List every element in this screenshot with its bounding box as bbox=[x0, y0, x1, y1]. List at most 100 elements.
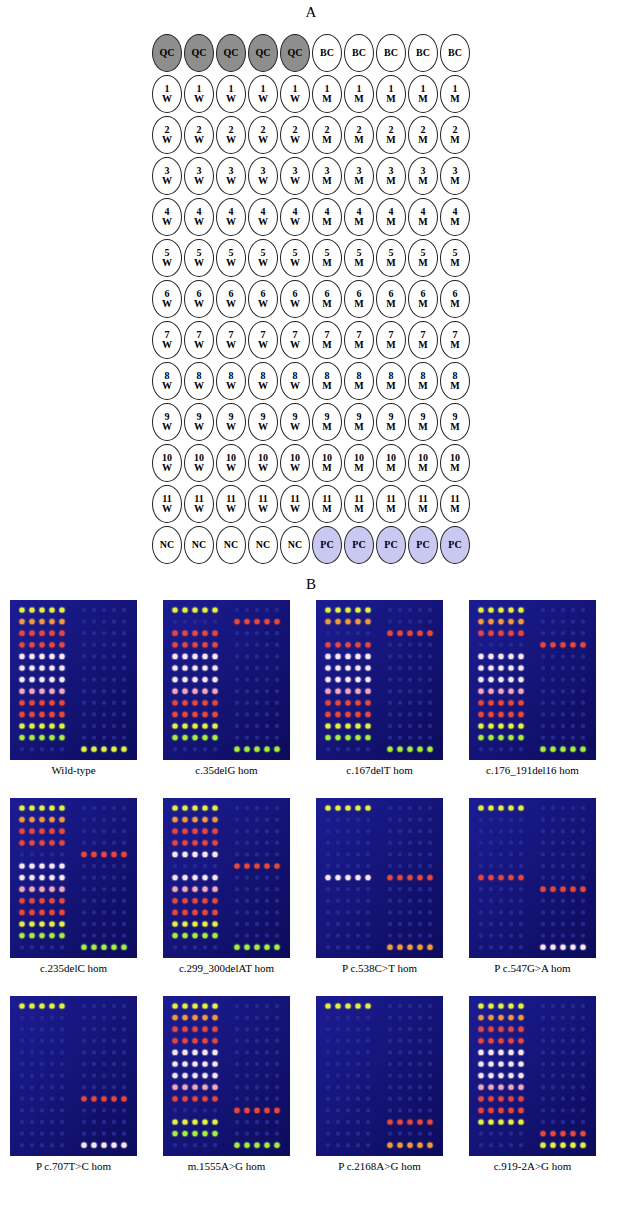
spot-glow bbox=[201, 1037, 208, 1044]
spot-glow bbox=[191, 897, 198, 904]
array-spot bbox=[561, 735, 565, 739]
spot-glow bbox=[28, 1002, 35, 1009]
spot-glow bbox=[344, 688, 351, 695]
spot-glow bbox=[477, 711, 484, 718]
array-spot bbox=[172, 1119, 177, 1124]
array-spot bbox=[561, 817, 565, 821]
array-spot bbox=[265, 829, 269, 833]
array-spot bbox=[408, 1027, 412, 1031]
array-spot bbox=[212, 887, 217, 892]
array-spot bbox=[508, 735, 513, 740]
array-spot bbox=[40, 1073, 44, 1077]
array-spot bbox=[397, 747, 402, 752]
array-spot bbox=[82, 689, 86, 693]
array-spot bbox=[336, 922, 340, 926]
array-spot bbox=[275, 922, 279, 926]
array-spot bbox=[172, 852, 177, 857]
array-spot bbox=[498, 723, 503, 728]
spot-glow bbox=[344, 606, 351, 613]
spot-glow bbox=[191, 1026, 198, 1033]
array-spot bbox=[255, 852, 259, 856]
array-spot bbox=[418, 1131, 422, 1135]
array-spot bbox=[265, 922, 269, 926]
array-spot bbox=[19, 863, 24, 868]
array-spot bbox=[388, 1131, 392, 1135]
spot-glow bbox=[38, 816, 45, 823]
spot-glow bbox=[211, 839, 218, 846]
spot-glow bbox=[211, 897, 218, 904]
spot-glow bbox=[201, 711, 208, 718]
spot-glow bbox=[569, 746, 576, 753]
array-spot bbox=[265, 852, 269, 856]
array-spot bbox=[182, 1050, 187, 1055]
array-spot bbox=[213, 1108, 217, 1112]
array-spot bbox=[499, 747, 503, 751]
array-spot bbox=[202, 1003, 207, 1008]
spot-glow bbox=[191, 1130, 198, 1137]
array-spot bbox=[508, 700, 513, 705]
array-spot bbox=[418, 1062, 422, 1066]
array-spot bbox=[408, 677, 412, 681]
array-spot bbox=[518, 875, 523, 880]
array-spot bbox=[50, 1015, 54, 1019]
array-background bbox=[10, 996, 137, 1156]
array-spot bbox=[274, 619, 279, 624]
spot-glow bbox=[100, 1142, 107, 1149]
array-spot bbox=[82, 1050, 86, 1054]
spot-glow bbox=[38, 722, 45, 729]
spot-glow bbox=[181, 606, 188, 613]
array-spot bbox=[335, 665, 340, 670]
array-spot bbox=[428, 1073, 432, 1077]
array-spot bbox=[19, 665, 24, 670]
array-spot bbox=[551, 852, 555, 856]
spot-glow bbox=[334, 653, 341, 660]
array-spot bbox=[102, 619, 106, 623]
array-spot bbox=[325, 805, 330, 810]
array-spot bbox=[541, 841, 545, 845]
array-spot bbox=[234, 863, 239, 868]
array-spot bbox=[275, 631, 279, 635]
array-spot bbox=[418, 619, 422, 623]
array-spot bbox=[581, 701, 585, 705]
spot-glow bbox=[120, 1142, 127, 1149]
microarray-image bbox=[316, 798, 443, 958]
array-spot bbox=[571, 608, 575, 612]
array-spot bbox=[355, 677, 360, 682]
spot-glow bbox=[38, 804, 45, 811]
array-spot bbox=[50, 1097, 54, 1101]
spot-glow bbox=[48, 688, 55, 695]
array-spot bbox=[102, 666, 106, 670]
spot-glow bbox=[477, 676, 484, 683]
array-spot bbox=[356, 841, 360, 845]
array-spot bbox=[561, 922, 565, 926]
array-spot bbox=[40, 1108, 44, 1112]
array-spot bbox=[202, 723, 207, 728]
array-spot bbox=[541, 910, 545, 914]
array-spot bbox=[245, 933, 249, 937]
array-spot bbox=[560, 747, 565, 752]
array-spot bbox=[39, 933, 44, 938]
array-spot bbox=[212, 677, 217, 682]
spot-glow bbox=[191, 711, 198, 718]
array-spot bbox=[212, 712, 217, 717]
array-spot bbox=[336, 1062, 340, 1066]
array-spot bbox=[428, 712, 432, 716]
spot-glow bbox=[507, 606, 514, 613]
spot-glow bbox=[233, 746, 240, 753]
array-spot bbox=[212, 700, 217, 705]
array-spot bbox=[182, 1073, 187, 1078]
array-spot bbox=[172, 817, 177, 822]
array-spot bbox=[325, 875, 330, 880]
array-spot bbox=[212, 1119, 217, 1124]
array-spot bbox=[581, 910, 585, 914]
array-spot bbox=[202, 805, 207, 810]
array-spot bbox=[255, 701, 259, 705]
spot-glow bbox=[38, 932, 45, 939]
array-spot bbox=[192, 1003, 197, 1008]
array-spot bbox=[355, 689, 360, 694]
array-spot bbox=[172, 1027, 177, 1032]
spot-glow bbox=[191, 874, 198, 881]
array-spot bbox=[541, 712, 545, 716]
array-spot bbox=[478, 654, 483, 659]
array-spot bbox=[571, 875, 575, 879]
